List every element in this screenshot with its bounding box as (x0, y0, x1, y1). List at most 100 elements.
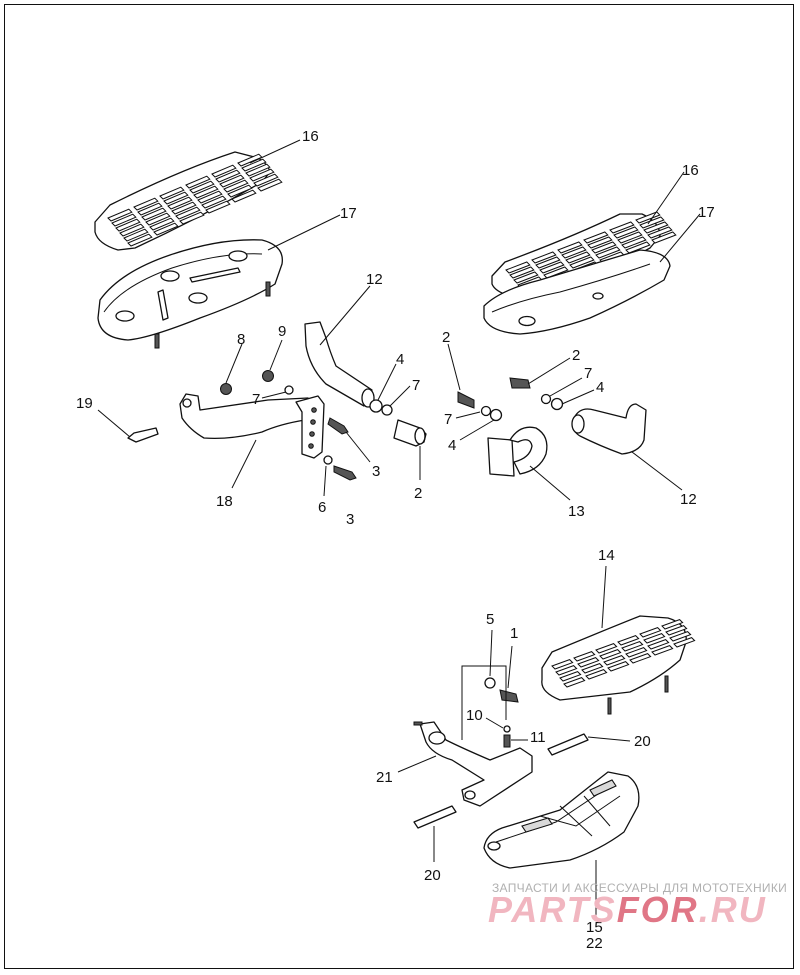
pad-rib (159, 186, 185, 200)
pad-rib (167, 196, 193, 210)
nut-8 (220, 383, 232, 395)
callout-2-lower: 2 (414, 485, 422, 502)
pad-rib (245, 163, 271, 177)
pad-rib (555, 665, 578, 676)
callout-16-right: 16 (682, 162, 699, 179)
callout-7-left: 7 (252, 391, 260, 408)
pad-rib (257, 178, 283, 192)
bolt-2-right (509, 377, 531, 389)
floorboard-base-right (483, 249, 671, 335)
pad-rib (651, 645, 674, 656)
callout-17-left: 17 (340, 205, 357, 222)
callout-2-center: 2 (442, 329, 450, 346)
pad-rib (581, 663, 604, 674)
floorboard-base-left (97, 239, 283, 349)
callout-2-right: 2 (572, 347, 580, 364)
pad-rib (617, 231, 643, 244)
pad-rib (185, 175, 211, 189)
callout-5: 5 (486, 611, 494, 628)
callout-4-right: 4 (596, 379, 604, 396)
pad-rib (133, 197, 159, 211)
pad-rib (535, 256, 561, 269)
pad-rib (153, 222, 179, 236)
watermark-brand-for: FOR (617, 889, 699, 930)
floorboard-pad-14 (541, 615, 696, 715)
washer-7-center (480, 405, 492, 417)
pad-rib (573, 651, 596, 662)
support-tube-right (571, 403, 647, 455)
watermark-logo: ЗАПЧАСТИ И АКСЕССУАРЫ ДЛЯ МОТОТЕХНИКИ PA… (488, 881, 787, 930)
leader-lines (97, 139, 701, 916)
pad-rib (577, 657, 600, 668)
callout-14: 14 (598, 547, 615, 564)
pad-rib (569, 256, 595, 269)
pad-rib (563, 677, 586, 688)
bolt-19 (127, 427, 159, 443)
pad-rib (621, 641, 644, 652)
callout-1: 1 (510, 625, 518, 642)
pad-rib (227, 184, 253, 198)
pad-rib (557, 241, 583, 254)
pad-rib (647, 639, 670, 650)
bolt-2-left (393, 419, 427, 447)
pad-rib (639, 627, 662, 638)
pad-rib (561, 246, 587, 259)
callout-17-right: 17 (698, 204, 715, 221)
watermark-brand-ru: .RU (699, 889, 767, 930)
support-tube-left (304, 321, 375, 408)
callout-12-right: 12 (680, 491, 697, 508)
bolt-1 (499, 689, 519, 703)
floorboard-pad-right (491, 211, 677, 299)
washer-4-center (489, 408, 503, 422)
pad-rib (661, 619, 684, 630)
pad-rib (111, 213, 137, 227)
pad-rib (603, 655, 626, 666)
pad-rib (595, 246, 621, 259)
pad-rib (231, 189, 257, 203)
pad-rib (647, 226, 673, 239)
pad-rib (639, 216, 665, 229)
pin-20-left (413, 805, 457, 829)
pad-rib (141, 207, 167, 221)
pad-rib (613, 226, 639, 239)
pad-rib (585, 669, 608, 680)
floorboard-frame-15 (483, 771, 640, 869)
pad-rib (669, 631, 692, 642)
pad-rib (137, 202, 163, 216)
pad-rib (531, 251, 557, 264)
nut-9 (262, 370, 274, 382)
pad-rib (163, 191, 189, 205)
ball-10 (503, 725, 511, 733)
washer-7-right (540, 393, 552, 405)
callout-22: 22 (586, 935, 603, 952)
washer-6 (323, 455, 333, 465)
pad-rib (127, 233, 153, 247)
callout-20-right: 20 (634, 733, 651, 750)
callout-3-lower: 3 (346, 511, 354, 528)
svg-text:PARTSFOR.RU: PARTSFOR.RU (488, 889, 767, 930)
pad-rib (509, 266, 535, 279)
pad-rib (595, 643, 618, 654)
pad-rib (179, 211, 205, 225)
pad-rib (215, 169, 241, 183)
pad-rib (205, 200, 231, 214)
pad-rib (253, 173, 279, 187)
pad-rib (587, 236, 613, 249)
diagram-frame (4, 4, 794, 969)
pad-rib (629, 653, 652, 664)
pad-rib (149, 217, 175, 231)
spring-11 (503, 734, 511, 748)
washer-5 (484, 677, 496, 689)
callout-20-left: 20 (424, 867, 441, 884)
pad-rib (193, 185, 219, 199)
washer-4-left (369, 399, 383, 413)
callout-9: 9 (278, 323, 286, 340)
pad-rib (175, 206, 201, 220)
pad-rib (211, 164, 237, 178)
pad-rib (643, 221, 669, 234)
pad-rib (197, 190, 223, 204)
watermark-tagline: ЗАПЧАСТИ И АКСЕССУАРЫ ДЛЯ МОТОТЕХНИКИ (492, 881, 787, 895)
pad-rib (609, 221, 635, 234)
callout-4-left: 4 (396, 351, 404, 368)
